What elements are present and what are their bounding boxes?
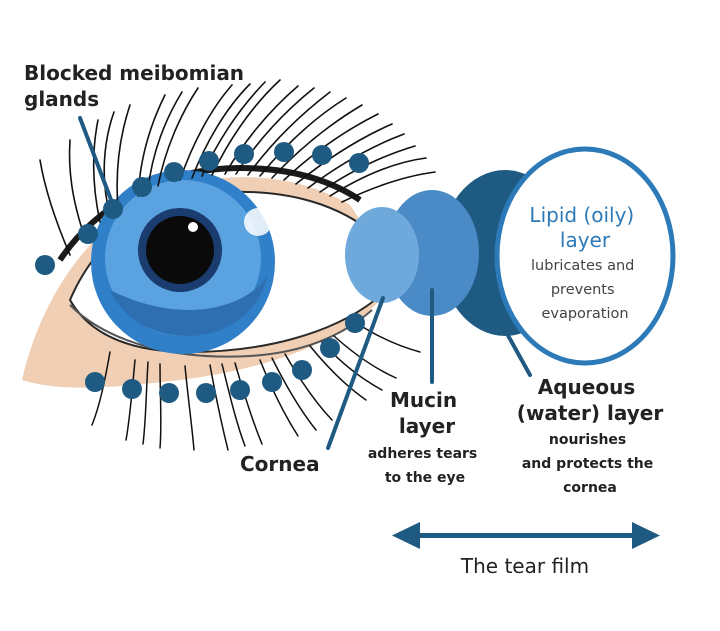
- cornea-label: Cornea: [240, 452, 320, 476]
- lipid-desc-line1: lubricates and: [531, 258, 634, 274]
- gland-dot-icon: [262, 372, 282, 392]
- mucin-desc-line1: adheres tears: [368, 446, 477, 462]
- glands-label-line1: Blocked meibomian: [24, 61, 244, 85]
- glands-label-line2: glands: [24, 87, 99, 111]
- gland-dot-icon: [292, 360, 312, 380]
- mucin-desc-line2: to the eye: [385, 470, 465, 486]
- mucin-desc: adheres tears to the eye: [368, 446, 482, 486]
- tear-film-layers: [345, 146, 676, 366]
- aqueous-desc-line3: cornea: [563, 480, 617, 496]
- pupil-highlight: [188, 222, 198, 232]
- double-arrow-icon: [392, 522, 660, 549]
- glands-label: Blocked meibomian glands: [24, 61, 251, 111]
- eye-illustration: [22, 79, 436, 451]
- gland-dot-icon: [122, 379, 142, 399]
- tear-film-label: The tear film: [460, 554, 589, 578]
- gland-dot-icon: [35, 255, 55, 275]
- lipid-desc-line2: prevents: [551, 282, 615, 298]
- aqueous-leader: [503, 328, 532, 377]
- gland-dot-icon: [103, 199, 123, 219]
- lipid-layer-shape: [494, 146, 676, 366]
- aqueous-title: Aqueous (water) layer: [517, 375, 664, 425]
- lipid-title: Lipid (oily) layer: [529, 203, 640, 252]
- gland-dot-icon: [78, 224, 98, 244]
- gland-dot-icon: [132, 177, 152, 197]
- aqueous-title-line2: (water) layer: [517, 401, 664, 425]
- glands-leader: [78, 116, 115, 207]
- lower-eyelashes: [91, 321, 421, 451]
- cornea-leader: [326, 296, 385, 450]
- lipid-title-line2: layer: [560, 228, 611, 252]
- gland-dot-icon: [199, 151, 219, 171]
- lipid-title-line1: Lipid (oily): [529, 203, 634, 227]
- gland-dot-icon: [345, 313, 365, 333]
- gland-dot-icon: [234, 144, 254, 164]
- pupil: [146, 216, 214, 284]
- gland-dot-icon: [274, 142, 294, 162]
- aqueous-desc: nourishes and protects the cornea: [522, 432, 658, 496]
- mucin-title-line1: Mucin: [390, 388, 457, 412]
- gland-dot-icon: [85, 372, 105, 392]
- lipid-desc-line3: evaporation: [541, 306, 628, 322]
- lower-lid-line: [69, 304, 373, 358]
- leader-lines: [78, 116, 532, 450]
- mucin-title-line2: layer: [399, 414, 455, 438]
- upper-eyelashes: [39, 79, 436, 256]
- mucin-title: Mucin layer: [390, 388, 464, 438]
- eye-highlight: [244, 208, 272, 236]
- upper-meibomian-glands: [35, 142, 369, 275]
- gland-dot-icon: [164, 162, 184, 182]
- aqueous-desc-line2: and protects the: [522, 456, 653, 472]
- gland-dot-icon: [320, 338, 340, 358]
- iris-shading: [110, 275, 268, 336]
- cornea-layer-shape: [345, 207, 419, 303]
- aqueous-title-line1: Aqueous: [538, 375, 635, 399]
- gland-dot-icon: [230, 380, 250, 400]
- lower-meibomian-glands: [85, 313, 365, 403]
- aqueous-desc-line1: nourishes: [549, 432, 626, 448]
- gland-dot-icon: [196, 383, 216, 403]
- lipid-desc: lubricates and prevents evaporation: [531, 258, 639, 322]
- gland-dot-icon: [349, 153, 369, 173]
- gland-dot-icon: [159, 383, 179, 403]
- gland-dot-icon: [312, 145, 332, 165]
